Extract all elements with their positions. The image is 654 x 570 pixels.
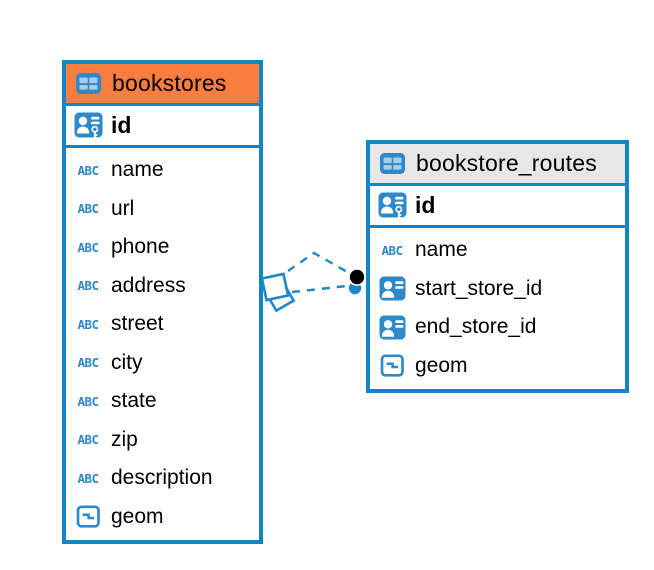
primary-key-label: id — [415, 192, 436, 218]
text-type-icon: ABC — [381, 242, 403, 258]
target-dot-blue[interactable] — [348, 281, 362, 295]
relationship-dashed-links[interactable] — [287, 251, 350, 294]
column-row-city[interactable]: ABC city — [66, 344, 259, 383]
column-row-end-store-id[interactable]: end_store_id — [370, 308, 625, 347]
column-label: city — [111, 350, 143, 374]
column-label: end_store_id — [415, 315, 537, 339]
column-row-street[interactable]: ABC street — [66, 305, 259, 344]
column-list-bookstore-routes: ABC name start_store_id — [370, 228, 625, 389]
primary-key-label: id — [111, 112, 132, 138]
column-label: start_store_id — [415, 276, 543, 300]
column-label: phone — [111, 235, 170, 259]
text-type-icon: ABC — [77, 393, 99, 409]
entity-table-bookstores[interactable]: bookstores id ABC — [62, 60, 263, 544]
relationship-link-upper[interactable] — [287, 251, 350, 275]
table-title: bookstores — [112, 70, 227, 96]
geometry-type-icon — [73, 504, 103, 529]
column-row-zip[interactable]: ABC zip — [66, 421, 259, 460]
relationship-target-marker[interactable] — [348, 268, 366, 295]
text-type-icon: ABC — [77, 355, 99, 371]
foreign-key-person-icon — [377, 315, 407, 340]
text-type-icon: ABC — [77, 278, 99, 294]
text-type-icon: ABC — [77, 201, 99, 217]
text-type-icon: ABC — [77, 432, 99, 448]
primary-key-icon — [73, 112, 103, 140]
column-row-phone[interactable]: ABC phone — [66, 228, 259, 267]
column-row-state[interactable]: ABC state — [66, 382, 259, 421]
primary-key-row-bookstores[interactable]: id — [66, 106, 259, 148]
column-label: url — [111, 196, 135, 220]
column-label: street — [111, 312, 164, 336]
relationship-source-marker[interactable] — [260, 272, 296, 313]
column-label: geom — [111, 504, 164, 528]
table-header-bookstores[interactable]: bookstores — [66, 64, 259, 106]
column-row-name[interactable]: ABC name — [66, 151, 259, 190]
column-row-geom[interactable]: geom — [66, 498, 259, 537]
column-label: state — [111, 389, 157, 413]
table-header-bookstore-routes[interactable]: bookstore_routes — [370, 144, 625, 186]
column-label: zip — [111, 427, 138, 451]
column-row-description[interactable]: ABC description — [66, 459, 259, 498]
text-type-icon: ABC — [77, 316, 99, 332]
column-row-address[interactable]: ABC address — [66, 267, 259, 306]
table-icon — [377, 152, 407, 175]
relationship-link-lower[interactable] — [291, 284, 348, 294]
table-title: bookstore_routes — [416, 150, 597, 176]
column-label: name — [111, 158, 164, 182]
column-row-name[interactable]: ABC name — [370, 231, 625, 270]
primary-key-icon — [377, 192, 407, 220]
column-row-start-store-id[interactable]: start_store_id — [370, 270, 625, 309]
text-type-icon: ABC — [77, 239, 99, 255]
text-type-icon: ABC — [77, 470, 99, 486]
column-list-bookstores: ABC name ABC url ABC phone ABC address A… — [66, 148, 259, 540]
foreign-key-person-icon — [377, 276, 407, 301]
entity-table-bookstore-routes[interactable]: bookstore_routes id ABC — [366, 140, 629, 393]
table-icon — [73, 72, 103, 95]
column-label: geom — [415, 353, 468, 377]
primary-key-row-bookstore-routes[interactable]: id — [370, 186, 625, 228]
target-dot-black[interactable] — [348, 268, 366, 286]
geometry-type-icon — [377, 353, 407, 378]
column-row-url[interactable]: ABC url — [66, 190, 259, 229]
column-row-geom[interactable]: geom — [370, 347, 625, 386]
column-label: description — [111, 466, 213, 490]
column-label: address — [111, 273, 186, 297]
column-label: name — [415, 238, 468, 262]
text-type-icon: ABC — [77, 162, 99, 178]
